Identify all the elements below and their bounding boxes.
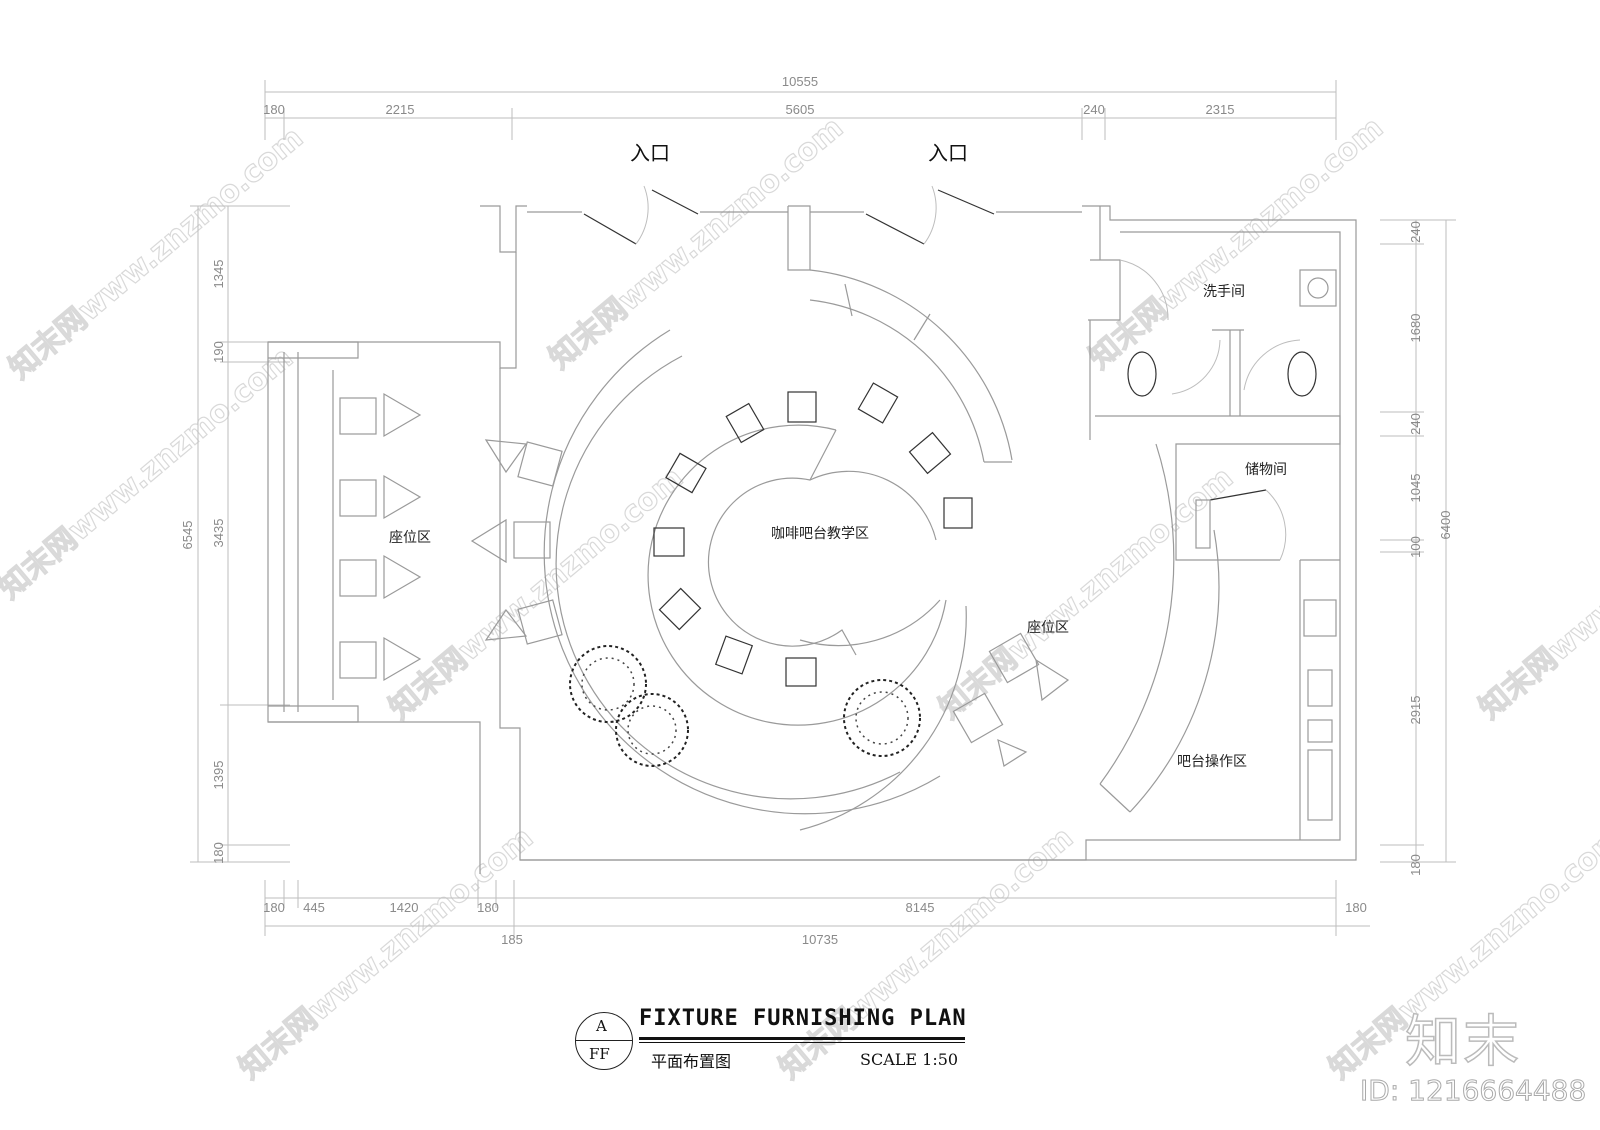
plant-icon — [569, 645, 647, 723]
left-dimensions: 6545 1345 190 3435 1395 180 — [180, 205, 290, 864]
watermark: 知末网www.znzmo.com — [3, 120, 310, 386]
dim-bottom-total: 10735 — [802, 932, 838, 947]
storage-door — [1195, 489, 1287, 561]
plant-icon — [615, 693, 689, 767]
entry-doors — [527, 185, 1082, 245]
bottom-dimensions: 180 445 1420 180 8145 180 185 10735 — [263, 880, 1370, 947]
bar-stools — [653, 382, 973, 687]
watermark: 知末网www.znzmo.com — [1473, 460, 1600, 726]
dim-right-seg: 1045 — [1408, 474, 1423, 503]
dim-left-seg: 190 — [211, 341, 226, 363]
dim-top-seg: 5605 — [786, 102, 815, 117]
dim-right-seg: 1680 — [1408, 314, 1423, 343]
right-dimensions: 6400 240 1680 240 1045 100 2915 180 — [1380, 219, 1456, 876]
central-circular-bar — [543, 269, 1013, 831]
top-dimensions: 10555 180 2215 5605 240 2315 — [263, 74, 1337, 140]
drawing-subtitle: 平面布置图 — [651, 1052, 732, 1071]
dim-left-total: 6545 — [180, 521, 195, 550]
dim-top-seg: 2315 — [1206, 102, 1235, 117]
dim-top-seg: 2215 — [386, 102, 415, 117]
label-seating-left: 座位区 — [389, 530, 431, 546]
label-entry-right: 入口 — [928, 141, 968, 165]
dim-right-seg: 240 — [1408, 221, 1423, 243]
dim-top-seg: 180 — [263, 102, 285, 117]
title-block: A FF FIXTURE FURNISHING PLAN 平面布置图 SCALE… — [575, 1006, 995, 1076]
dim-right-total: 6400 — [1438, 511, 1453, 540]
dim-right-seg: 2915 — [1408, 696, 1423, 725]
brand-logo: 知末 — [1404, 1009, 1521, 1076]
label-restroom: 洗手间 — [1203, 284, 1245, 300]
brand-id: ID: 1216664488 — [1359, 1074, 1587, 1108]
dim-bottom-seg: 180 — [263, 900, 285, 915]
drawing-ref-letter: A — [596, 1017, 607, 1035]
dim-bottom-seg: 1420 — [390, 900, 419, 915]
watermark: 知末网www.znzmo.com — [233, 820, 540, 1086]
drawing-title: FIXTURE FURNISHING PLAN — [639, 1006, 967, 1031]
drawing-reference-circle — [575, 1012, 633, 1070]
drawing-ref-code: FF — [589, 1045, 610, 1063]
drawing-scale: SCALE 1:50 — [860, 1050, 959, 1069]
title-underline — [639, 1037, 965, 1040]
walls — [267, 205, 1357, 874]
dim-left-seg: 3435 — [211, 519, 226, 548]
label-coffee-teaching: 咖啡吧台教学区 — [771, 526, 869, 542]
dim-bottom-offset: 185 — [501, 932, 523, 947]
dim-top-seg: 240 — [1083, 102, 1105, 117]
dim-right-seg: 240 — [1408, 413, 1423, 435]
dim-bottom-seg: 180 — [1345, 900, 1367, 915]
watermark-layer: 知末网www.znzmo.com 知末网www.znzmo.com 知末网www… — [0, 110, 1600, 1087]
dim-top-total: 10555 — [782, 74, 818, 89]
dim-right-seg: 100 — [1408, 536, 1423, 558]
label-seating-right: 座位区 — [1027, 620, 1069, 636]
watermark: 知末网www.znzmo.com — [0, 340, 300, 606]
dim-right-seg: 180 — [1408, 854, 1423, 876]
label-bar-operation: 吧台操作区 — [1177, 754, 1247, 770]
plant-icon-group — [569, 645, 921, 767]
title-underline-thin — [639, 1042, 965, 1043]
label-entry-left: 入口 — [630, 141, 670, 165]
right-seating — [952, 632, 1070, 767]
dim-bottom-seg: 445 — [303, 900, 325, 915]
dim-left-seg: 180 — [211, 842, 226, 864]
left-seating — [339, 392, 563, 682]
dim-left-seg: 1395 — [211, 761, 226, 790]
dim-bottom-seg: 180 — [477, 900, 499, 915]
label-storage: 储物间 — [1245, 462, 1287, 478]
watermark: 知末网www.znzmo.com — [383, 460, 690, 726]
restroom-fixtures — [1119, 259, 1337, 397]
bar-counter — [1099, 443, 1337, 821]
plant-icon — [843, 679, 921, 757]
dim-left-seg: 1345 — [211, 260, 226, 289]
watermark: 知末网www.znzmo.com — [1083, 110, 1390, 376]
dim-bottom-seg: 8145 — [906, 900, 935, 915]
watermark: 知末网www.znzmo.com — [543, 110, 850, 376]
watermark: 知末网www.znzmo.com — [933, 460, 1240, 726]
